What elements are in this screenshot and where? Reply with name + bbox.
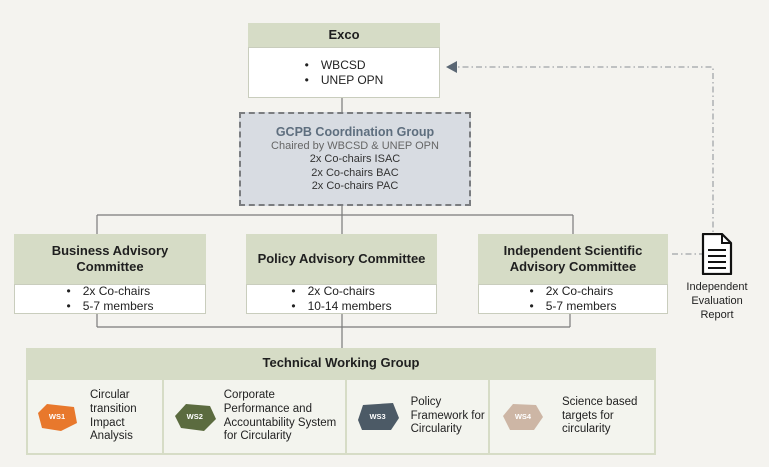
ws4-badge-icon: WS4 [500, 400, 546, 434]
committee-item: 5-7 members [67, 299, 154, 314]
business-advisory-header: Business Advisory Committee [14, 234, 206, 284]
coordination-subtitle: Chaired by WBCSD & UNEP OPN [271, 140, 439, 153]
ws-code: WS1 [48, 412, 66, 421]
ws1-badge-icon: WS1 [34, 400, 80, 434]
workstream-label: Corporate Performance and Accountability… [223, 388, 337, 443]
coordination-group-box: GCPB Coordination Group Chaired by WBCSD… [239, 112, 471, 206]
arrow-head-icon [446, 61, 457, 73]
business-advisory-members: 2x Co-chairs 5-7 members [14, 284, 206, 314]
ws3-badge-icon: WS3 [355, 400, 401, 434]
coordination-item: 2x Co-chairs BAC [311, 166, 399, 179]
twg-title: Technical Working Group [262, 355, 420, 371]
twg-header: Technical Working Group [26, 348, 656, 378]
committee-item: 2x Co-chairs [291, 284, 391, 299]
coordination-item: 2x Co-chairs ISAC [309, 153, 401, 166]
scientific-advisory-members: 2x Co-chairs 5-7 members [478, 284, 668, 314]
workstream-label: Circular transition Impact Analysis [90, 388, 137, 443]
committee-title: Policy Advisory Committee [257, 251, 426, 267]
coordination-title: GCPB Coordination Group [275, 125, 435, 140]
ws-code: WS3 [369, 412, 386, 421]
committee-item: 5-7 members [530, 299, 617, 314]
workstream-ws3: WS3 Policy Framework for Circularity [346, 380, 490, 453]
ws2-badge-icon: WS2 [172, 400, 218, 434]
workstream-label: Science based targets for circularity [561, 395, 638, 436]
committee-item: 2x Co-chairs [67, 284, 154, 299]
workstream-ws2: WS2 Corporate Performance and Accountabi… [163, 380, 347, 453]
workstream-ws4: WS4 Science based targets for circularit… [489, 380, 654, 453]
policy-advisory-members: 2x Co-chairs 10-14 members [246, 284, 437, 314]
policy-advisory-header: Policy Advisory Committee [246, 234, 437, 284]
coordination-item: 2x Co-chairs PAC [311, 179, 399, 192]
document-icon [701, 232, 733, 276]
committee-title: Independent Scientific Advisory Committe… [503, 243, 643, 274]
exco-members-box: WBCSD UNEP OPN [248, 47, 440, 98]
scientific-advisory-header: Independent Scientific Advisory Committe… [478, 234, 668, 284]
exco-item: UNEP OPN [305, 73, 383, 88]
workstream-panel: WS1 Circular transition Impact Analysis … [26, 378, 656, 455]
evaluation-feedback-line [457, 66, 714, 255]
exco-title: Exco [328, 27, 360, 43]
exco-header: Exco [248, 23, 440, 47]
committee-item: 2x Co-chairs [530, 284, 617, 299]
committee-item: 10-14 members [291, 299, 392, 314]
ws-code: WS4 [514, 412, 532, 421]
committee-title: Business Advisory Committee [51, 243, 169, 274]
workstream-label: Policy Framework for Circularity [410, 395, 485, 436]
evaluation-report-label: Independent Evaluation Report [686, 281, 748, 321]
workstream-ws1: WS1 Circular transition Impact Analysis [28, 380, 164, 453]
exco-item: WBCSD [305, 58, 384, 73]
ws-code: WS2 [186, 412, 203, 421]
